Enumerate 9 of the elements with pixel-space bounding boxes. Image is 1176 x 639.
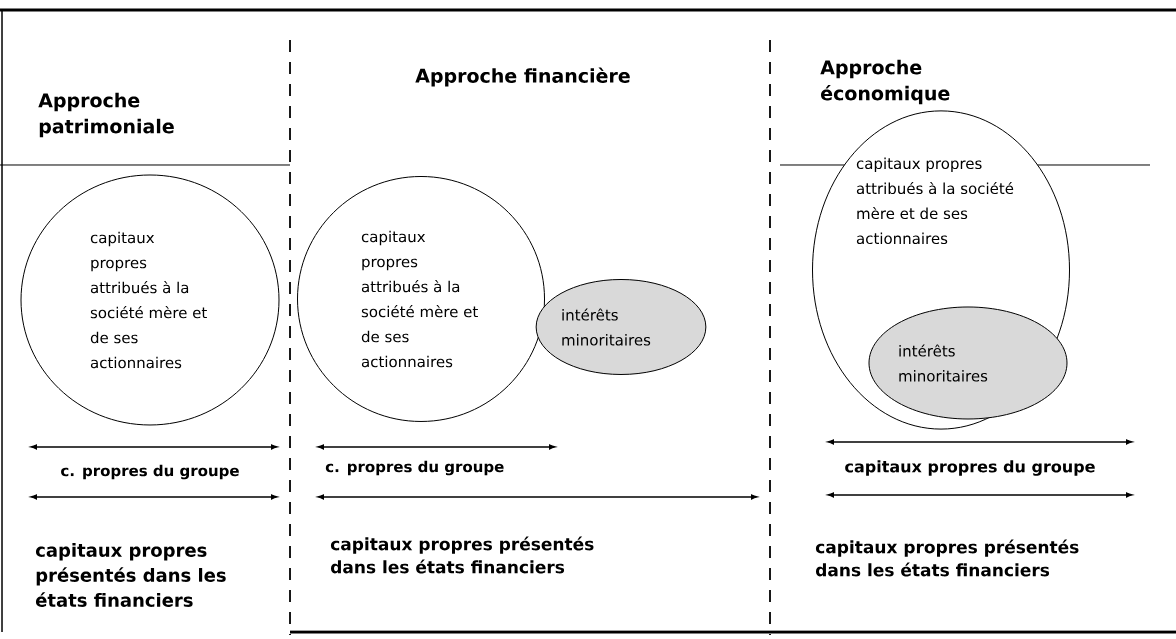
caption: capitaux propres présentés dans les états financiers <box>815 539 1079 577</box>
heading: Approche financière <box>415 67 630 87</box>
caption: c. propres du groupe <box>61 464 239 480</box>
caption: c. propres du groupe <box>325 460 504 476</box>
heading: Approche économique <box>820 59 950 105</box>
caption: capitaux propres présentés dans les états financiers <box>36 543 226 607</box>
heading: Approche patrimoniale <box>38 92 174 138</box>
caption: capitaux propres présentés dans les états financiers <box>330 536 594 574</box>
caption: capitaux propres du groupe <box>845 460 1095 476</box>
